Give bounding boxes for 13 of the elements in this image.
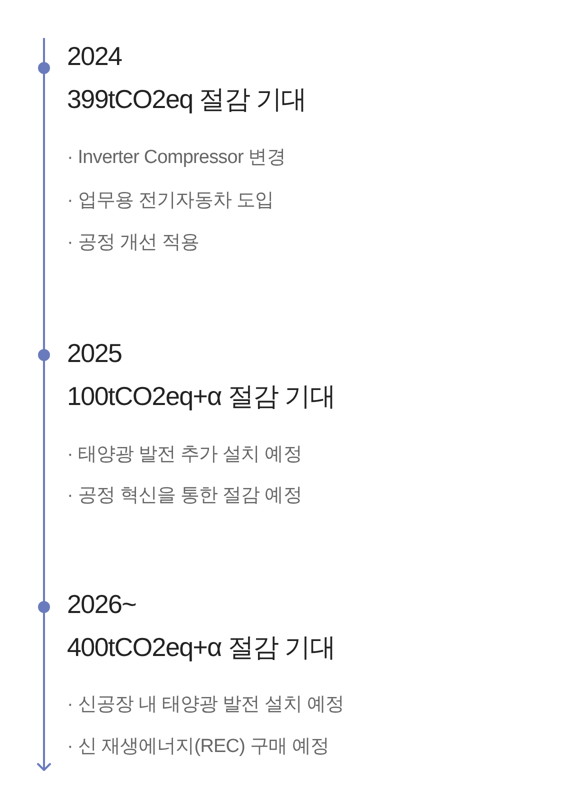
bullet-text: · 신공장 내 태양광 발전 설치 예정 [67,694,344,716]
year-label: 2024 [67,42,122,71]
bullet-text: · 업무용 전기자동차 도입 [67,190,274,212]
bullet-text: · 공정 혁신을 통한 절감 예정 [67,486,302,506]
bullet-text: · 신 재생에너지(REC) 구매 예정 [67,736,330,758]
year-label: 2026~ [67,590,136,619]
year-label: 2025 [67,339,122,368]
savings-heading: 400tCO2eq+α 절감 기대 [67,633,336,662]
bullet-text: · 태양광 발전 추가 설치 예정 [67,444,302,466]
savings-heading: 399tCO2eq 절감 기대 [67,85,306,114]
bullet-text: · 공정 개선 적용 [67,232,200,254]
bullet-text: · Inverter Compressor 변경 [67,148,286,168]
savings-heading: 100tCO2eq+α 절감 기대 [67,382,336,411]
